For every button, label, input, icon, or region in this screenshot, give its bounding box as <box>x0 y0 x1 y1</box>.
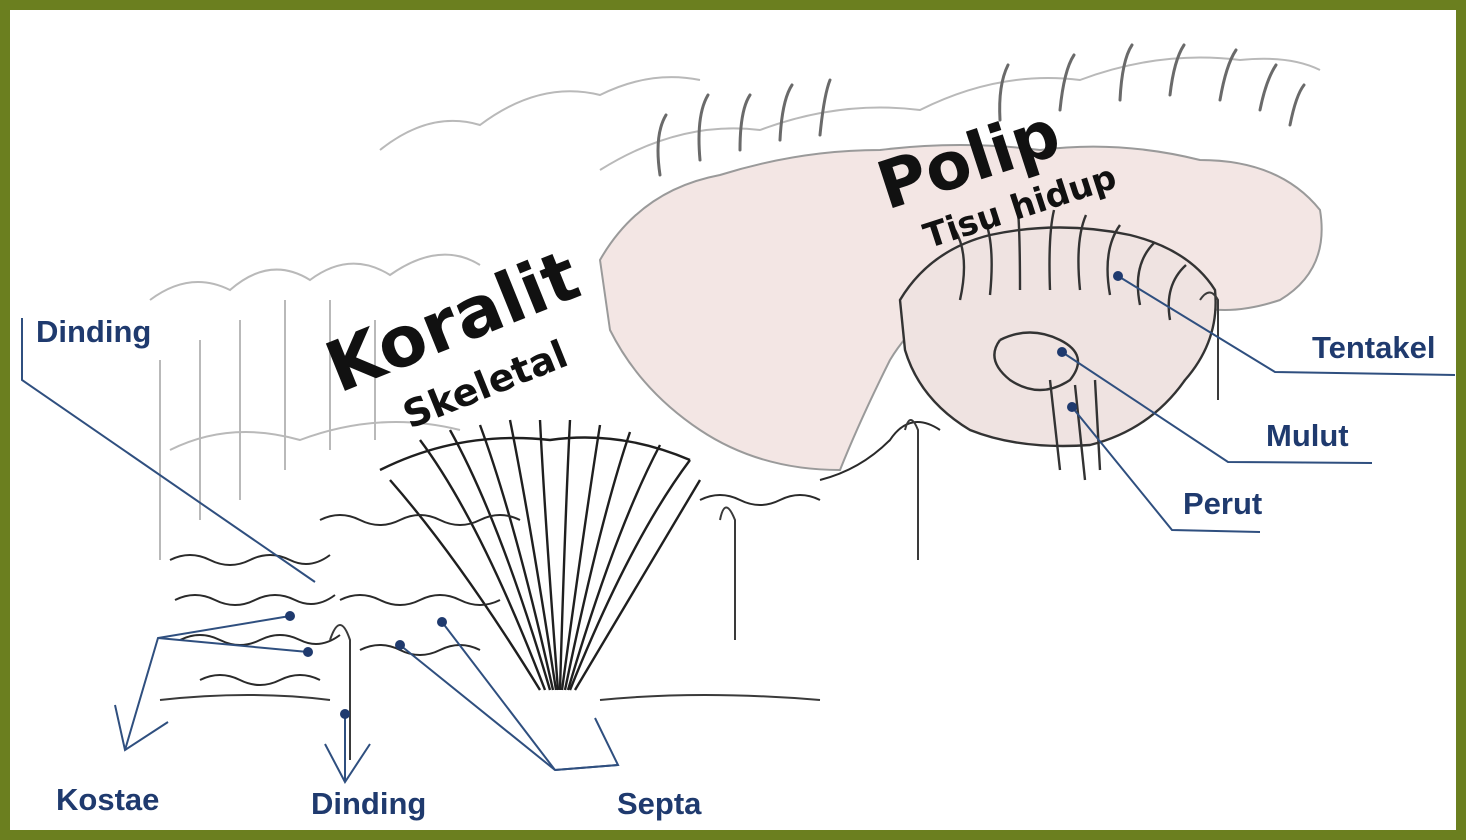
corallite-skeleton <box>380 420 700 690</box>
label-tentakel: Tentakel <box>1312 330 1435 366</box>
label-mulut: Mulut <box>1266 418 1349 454</box>
label-kostae: Kostae <box>56 782 159 818</box>
label-dinding-top: Dinding <box>36 314 151 350</box>
leader-septa-2 <box>442 622 555 770</box>
label-dinding-bottom: Dinding <box>311 786 426 822</box>
label-septa: Septa <box>617 786 701 822</box>
leader-kostae-2 <box>158 638 308 652</box>
label-perut: Perut <box>1183 486 1262 522</box>
leader-septa-1 <box>400 645 618 770</box>
leader-septa-arrow <box>555 718 618 770</box>
leader-dinding-top <box>22 318 315 582</box>
leader-kostae-arrow <box>115 705 168 750</box>
leader-dinding-bottom <box>325 714 370 782</box>
